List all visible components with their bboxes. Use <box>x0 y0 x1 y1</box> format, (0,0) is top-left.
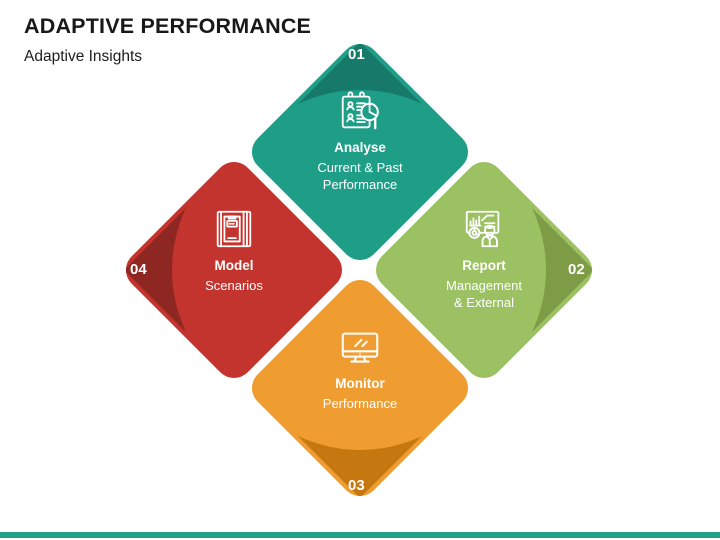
analyse-diamond-shape <box>252 44 468 260</box>
diagram-node-analyse[interactable]: Analyse Current & Past Performance 01 <box>248 40 472 264</box>
monitor-step-wedge <box>286 430 434 496</box>
page-subtitle: Adaptive Insights <box>24 47 143 65</box>
header: ADAPTIVE PERFORMANCE Adaptive Insights <box>24 14 584 66</box>
report-step-wedge <box>526 196 592 344</box>
analyse-step-wedge <box>286 44 434 110</box>
diagram-node-monitor[interactable]: Monitor Performance 03 <box>248 276 472 500</box>
model-step-wedge <box>126 196 192 344</box>
report-step-number: 02 <box>568 261 585 278</box>
page-title: ADAPTIVE PERFORMANCE <box>24 14 312 38</box>
report-diamond-shape <box>376 162 592 378</box>
monitor-diamond-shape <box>252 280 468 496</box>
monitor-step-number: 03 <box>348 477 365 494</box>
analyse-step-number: 01 <box>348 46 365 63</box>
footer-accent-bar <box>0 532 720 538</box>
model-diamond-shape <box>126 162 342 378</box>
model-step-number: 04 <box>130 261 147 278</box>
diagram-node-model[interactable]: Model Scenarios 04 <box>122 158 346 382</box>
